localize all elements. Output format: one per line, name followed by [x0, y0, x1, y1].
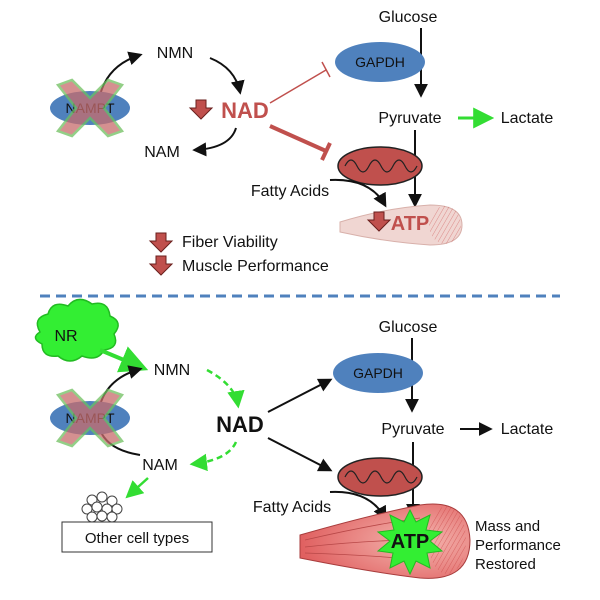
top-gapdh-label: GAPDH	[355, 54, 405, 70]
fiber-viability-decrease-arrow	[148, 232, 174, 253]
bottom-glucose-label: Glucose	[379, 319, 438, 336]
top-legend: Fiber Viability Muscle Performance	[148, 232, 329, 276]
nr-cloud-icon: NR	[34, 298, 119, 362]
top-nad-decrease-arrow	[188, 99, 214, 120]
cell-cluster-icon	[81, 491, 123, 523]
bottom-panel: NR NMN NAM NAMPT NAD Other c	[34, 298, 561, 579]
muscle-performance-decrease-arrow	[148, 255, 174, 276]
bottom-nad-to-nam-arrow	[189, 441, 238, 472]
top-nad-inhibits-gapdh	[269, 61, 331, 104]
bottom-gapdh-ellipse: GAPDH	[333, 353, 423, 393]
other-cell-types-label: Other cell types	[85, 530, 189, 547]
legend-fiber-viability: Fiber Viability	[182, 234, 278, 251]
top-nad-to-nam-arrow	[192, 127, 237, 157]
top-atp-label: ATP	[391, 213, 430, 235]
restored-line-3: Restored	[475, 556, 536, 573]
top-lactate-label: Lactate	[501, 110, 554, 127]
bottom-atp-label: ATP	[391, 531, 430, 553]
top-nampt-inhibited: NAMPT	[50, 78, 130, 138]
restored-line-2: Performance	[475, 537, 561, 554]
bottom-fatty-acids-label: Fatty Acids	[253, 499, 331, 516]
top-fatty-acids-label: Fatty Acids	[251, 183, 329, 200]
legend-muscle-performance: Muscle Performance	[182, 258, 329, 275]
bottom-mitochondrion-icon	[337, 457, 423, 497]
top-glucose-label: Glucose	[379, 9, 438, 26]
nr-to-nmn-arrow	[99, 346, 149, 373]
top-nmn-to-nad-arrow	[209, 57, 245, 95]
top-gapdh-ellipse: GAPDH	[335, 42, 425, 82]
bottom-nampt-inhibited: NAMPT	[50, 388, 130, 448]
top-panel: Glucose GAPDH Pyruvate Lactate Fatty Aci…	[50, 9, 554, 276]
top-nad-inhibits-mitochondria	[269, 124, 332, 161]
top-atp-decrease-arrow	[366, 211, 392, 232]
bottom-nmn-label: NMN	[154, 362, 190, 379]
nam-to-other-cells-arrow	[125, 477, 149, 499]
bottom-pyruvate-label: Pyruvate	[381, 421, 444, 438]
top-nam-label: NAM	[144, 144, 180, 161]
top-pyruvate-label: Pyruvate	[378, 110, 441, 127]
bottom-nampt-cross-icon	[55, 388, 125, 448]
top-nampt-cross-icon	[55, 78, 125, 138]
top-muscle-fiber-icon	[339, 204, 463, 246]
restored-line-1: Mass and	[475, 518, 540, 535]
top-nmn-label: NMN	[157, 45, 193, 62]
top-fatty-acids-arrow	[329, 178, 387, 208]
bottom-nad-to-mitochondria-arrow	[267, 437, 333, 472]
bottom-nmn-to-nad-arrow	[206, 368, 245, 409]
bottom-atp-burst-icon: ATP	[376, 508, 444, 576]
nr-label: NR	[54, 328, 77, 345]
bottom-nad-label: NAD	[216, 412, 264, 437]
top-mitochondrion-icon	[337, 146, 423, 186]
top-nad-label: NAD	[221, 98, 269, 123]
other-cell-types-box: Other cell types	[61, 521, 213, 553]
bottom-lactate-label: Lactate	[501, 421, 554, 438]
bottom-nad-to-gapdh-arrow	[267, 378, 333, 413]
bottom-gapdh-label: GAPDH	[353, 365, 403, 381]
bottom-nam-label: NAM	[142, 457, 178, 474]
